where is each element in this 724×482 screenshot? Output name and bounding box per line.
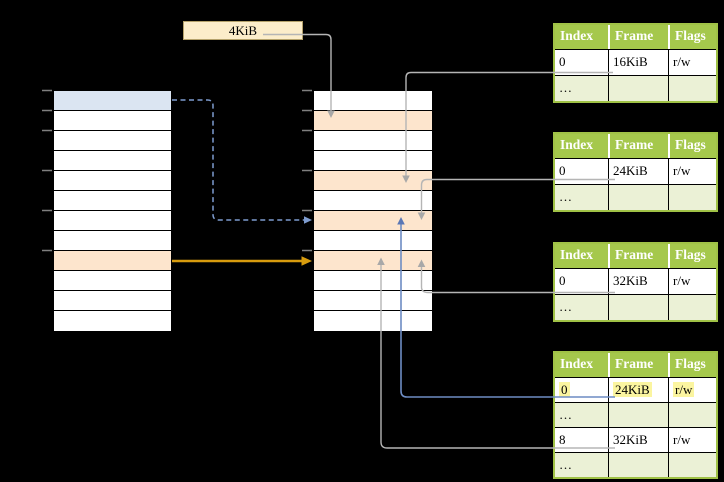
- table-row-ellipsis: …: [555, 75, 716, 101]
- cell-flags: r/w: [668, 377, 716, 402]
- col-header-index: Index: [555, 25, 608, 49]
- cell-index: …: [555, 184, 608, 210]
- memory-row: [314, 191, 432, 211]
- memory-row: [314, 271, 432, 291]
- cell-frame: [608, 452, 668, 477]
- memory-row: [314, 131, 432, 151]
- col-header-flags: Flags: [668, 353, 716, 377]
- cell-frame: 16KiB: [608, 49, 668, 75]
- col-header-flags: Flags: [668, 134, 716, 158]
- col-header-index: Index: [555, 244, 608, 268]
- memory-row: [314, 111, 432, 131]
- memory-row: [54, 171, 171, 191]
- cell-index: 0: [555, 268, 608, 294]
- table-row: 8 32KiB r/w: [555, 427, 716, 452]
- table-header-row: Index Frame Flags: [555, 353, 716, 377]
- table-row-ellipsis: …: [555, 402, 716, 427]
- cell-flags: [668, 184, 716, 210]
- table-header-row: Index Frame Flags: [555, 134, 716, 158]
- cell-frame: [608, 402, 668, 427]
- col-header-frame: Frame: [608, 353, 668, 377]
- memory-row: [54, 251, 171, 271]
- table-header-row: Index Frame Flags: [555, 244, 716, 268]
- cell-index: …: [555, 294, 608, 320]
- table-header-row: Index Frame Flags: [555, 25, 716, 49]
- cell-index: 8: [555, 427, 608, 452]
- memory-row: [314, 171, 432, 191]
- frame-table-32kib: Index Frame Flags 0 32KiB r/w …: [553, 242, 718, 322]
- cell-index: 0: [555, 158, 608, 184]
- col-header-index: Index: [555, 353, 608, 377]
- frame-table-16kib: Index Frame Flags 0 16KiB r/w …: [553, 23, 718, 103]
- page-size-label: 4KiB: [183, 21, 303, 40]
- table-row: 0 32KiB r/w: [555, 268, 716, 294]
- memory-row: [314, 151, 432, 171]
- cell-frame: [608, 184, 668, 210]
- cell-flags: [668, 452, 716, 477]
- virtual-memory-column: [53, 90, 172, 332]
- memory-row: [314, 211, 432, 231]
- col-header-frame: Frame: [608, 25, 668, 49]
- table-row-ellipsis: …: [555, 294, 716, 320]
- cell-frame: 32KiB: [608, 427, 668, 452]
- table-row: 0 16KiB r/w: [555, 49, 716, 75]
- memory-row: [54, 131, 171, 151]
- table-row-highlighted: 0 24KiB r/w: [555, 377, 716, 402]
- table-row-ellipsis: …: [555, 452, 716, 477]
- highlight-mark: 0: [559, 382, 570, 397]
- middle-column-ticks: [302, 89, 312, 252]
- cell-flags: r/w: [668, 427, 716, 452]
- memory-row: [54, 191, 171, 211]
- cell-frame: 24KiB: [608, 377, 668, 402]
- cell-index: 0: [555, 49, 608, 75]
- col-header-flags: Flags: [668, 244, 716, 268]
- memory-row: [54, 111, 171, 131]
- col-header-flags: Flags: [668, 25, 716, 49]
- table-row: 0 24KiB r/w: [555, 158, 716, 184]
- memory-row: [54, 151, 171, 171]
- cell-flags: [668, 75, 716, 101]
- arrow-virtual-page-orange: [172, 256, 312, 266]
- memory-row: [314, 291, 432, 311]
- cell-index: …: [555, 402, 608, 427]
- memory-row: [54, 271, 171, 291]
- cell-flags: r/w: [668, 268, 716, 294]
- page-table-highlighted: Index Frame Flags 0 24KiB r/w … 8 32KiB …: [553, 351, 718, 479]
- arrow-virtual-page-dashed: [172, 99, 312, 224]
- memory-row: [314, 311, 432, 331]
- col-header-index: Index: [555, 134, 608, 158]
- memory-row: [54, 311, 171, 331]
- memory-row: [54, 291, 171, 311]
- highlight-mark: 24KiB: [613, 382, 652, 397]
- cell-index: 0: [555, 377, 608, 402]
- memory-row: [54, 91, 171, 111]
- cell-flags: r/w: [668, 158, 716, 184]
- memory-row: [54, 211, 171, 231]
- memory-row: [314, 251, 432, 271]
- cell-frame: [608, 294, 668, 320]
- left-column-ticks: [42, 89, 52, 252]
- cell-index: …: [555, 75, 608, 101]
- cell-frame: 32KiB: [608, 268, 668, 294]
- table-row-ellipsis: …: [555, 184, 716, 210]
- col-header-frame: Frame: [608, 244, 668, 268]
- cell-flags: r/w: [668, 49, 716, 75]
- frame-table-24kib: Index Frame Flags 0 24KiB r/w …: [553, 132, 718, 212]
- memory-row: [314, 91, 432, 111]
- cell-index: …: [555, 452, 608, 477]
- highlight-mark: r/w: [673, 382, 695, 397]
- cell-frame: 24KiB: [608, 158, 668, 184]
- col-header-frame: Frame: [608, 134, 668, 158]
- physical-memory-column: [313, 90, 433, 332]
- memory-row: [54, 231, 171, 251]
- cell-frame: [608, 75, 668, 101]
- cell-flags: [668, 294, 716, 320]
- memory-row: [314, 231, 432, 251]
- cell-flags: [668, 402, 716, 427]
